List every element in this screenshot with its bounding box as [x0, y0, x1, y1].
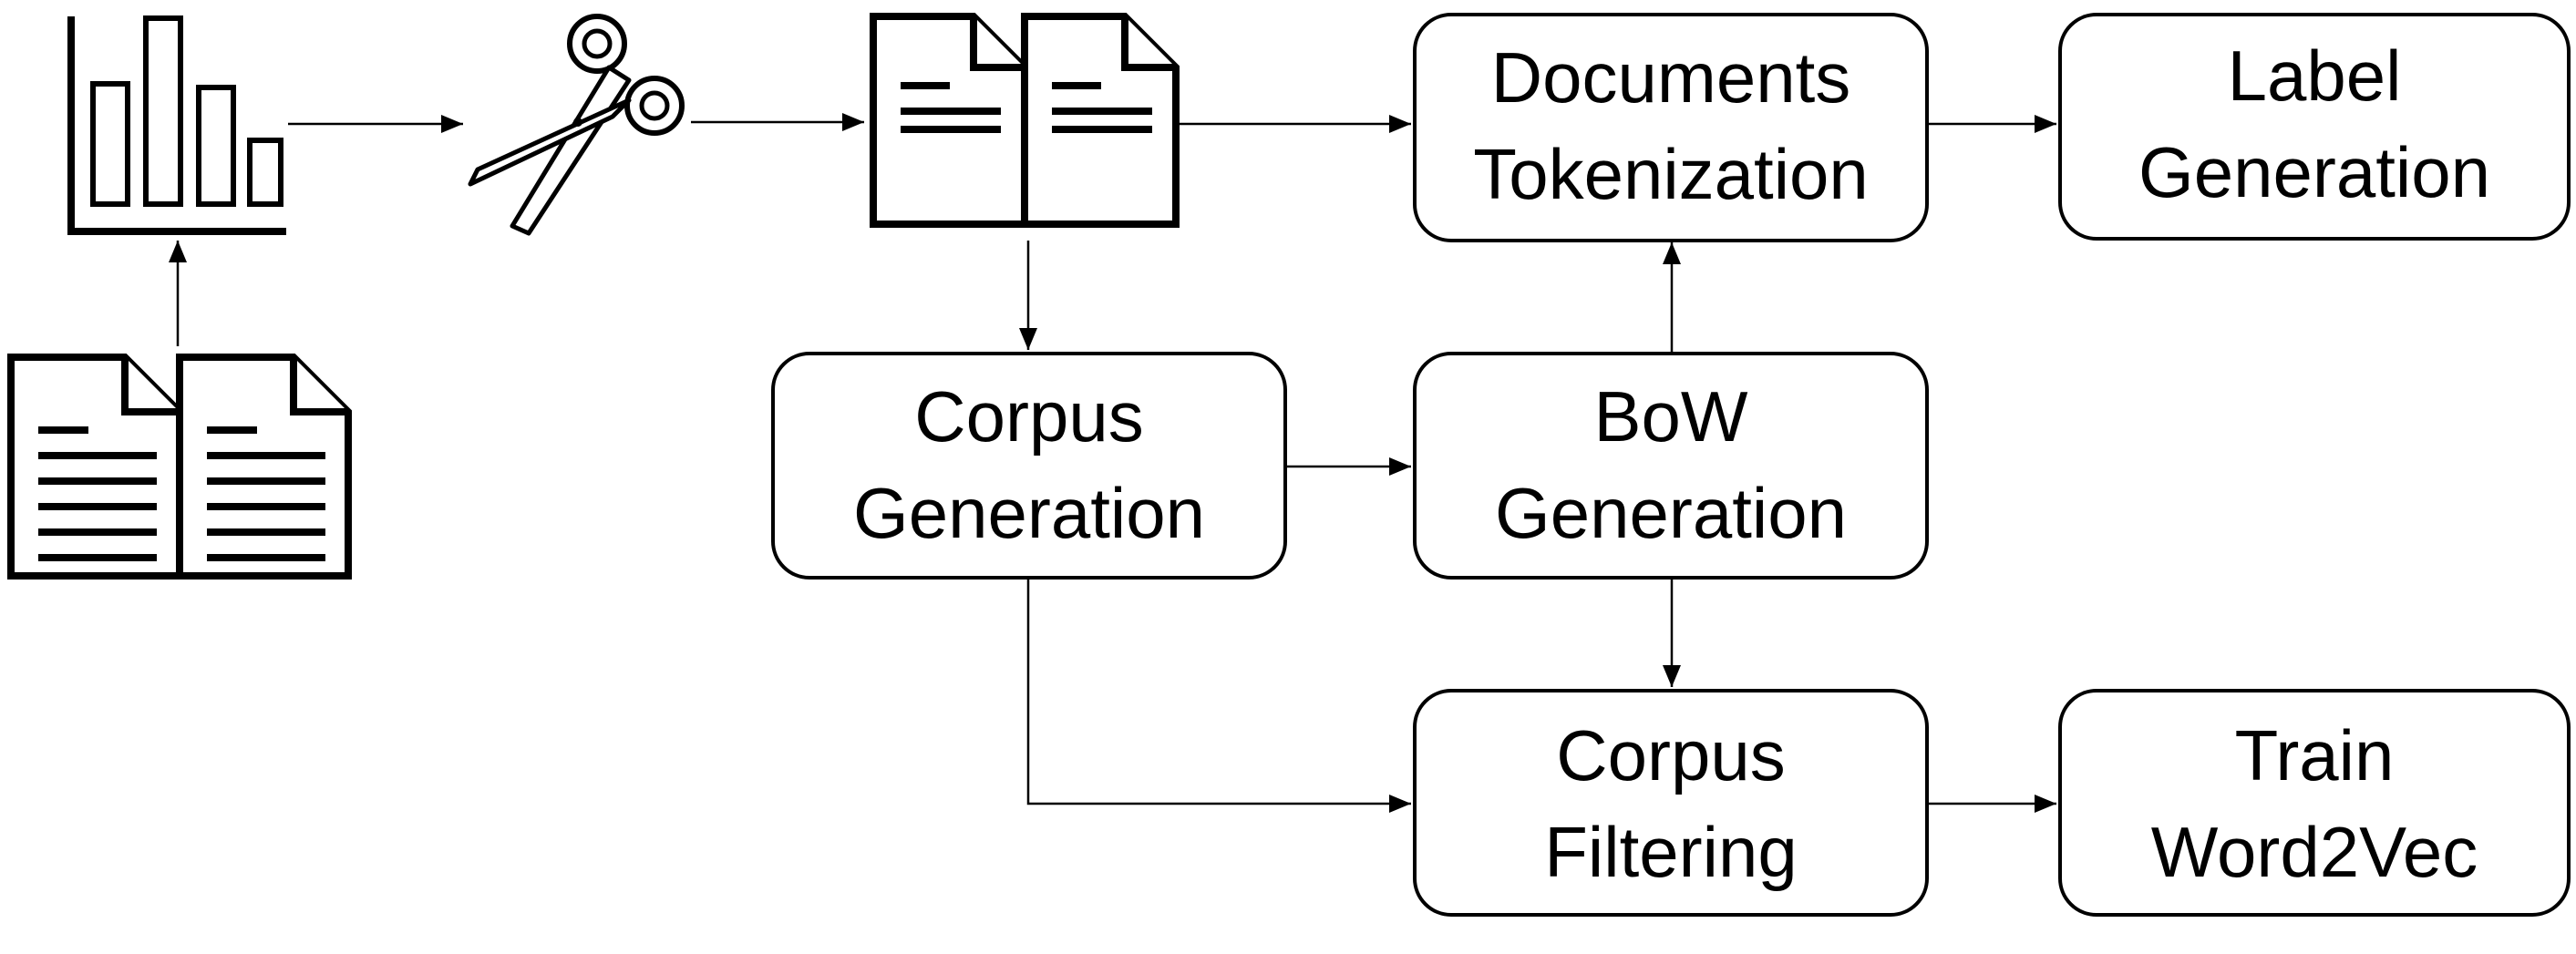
- node-bow-generation-line1: BoW: [1593, 376, 1747, 456]
- scissors-icon: [468, 14, 685, 236]
- edges: [169, 113, 2056, 813]
- bar-chart-icon: [67, 15, 286, 235]
- node-corpus-filtering: Corpus Filtering: [1413, 689, 1929, 917]
- node-label-generation: Label Generation: [2058, 13, 2571, 241]
- node-corpus-generation-line2: Generation: [853, 473, 1205, 553]
- edge-corpus-to-filtering: [1026, 580, 1411, 813]
- node-bow-generation-line2: Generation: [1495, 473, 1847, 553]
- node-label-generation-line1: Label: [2228, 36, 2402, 116]
- node-train-word2vec: Train Word2Vec: [2058, 689, 2571, 917]
- node-documents-tokenization-line1: Documents: [1491, 37, 1851, 118]
- node-corpus-filtering-line1: Corpus: [1556, 715, 1785, 795]
- node-documents-tokenization: Documents Tokenization: [1413, 13, 1929, 242]
- node-corpus-filtering-line2: Filtering: [1544, 812, 1797, 892]
- document-pair-icon: [7, 354, 352, 580]
- node-corpus-generation: Corpus Generation: [771, 352, 1287, 580]
- document-pair-icon: [870, 13, 1180, 228]
- node-corpus-generation-line1: Corpus: [914, 376, 1143, 456]
- node-train-word2vec-line1: Train: [2235, 715, 2395, 795]
- node-label-generation-line2: Generation: [2138, 132, 2490, 212]
- node-train-word2vec-line2: Word2Vec: [2151, 812, 2478, 892]
- node-bow-generation: BoW Generation: [1413, 352, 1929, 580]
- node-documents-tokenization-line2: Tokenization: [1473, 134, 1869, 214]
